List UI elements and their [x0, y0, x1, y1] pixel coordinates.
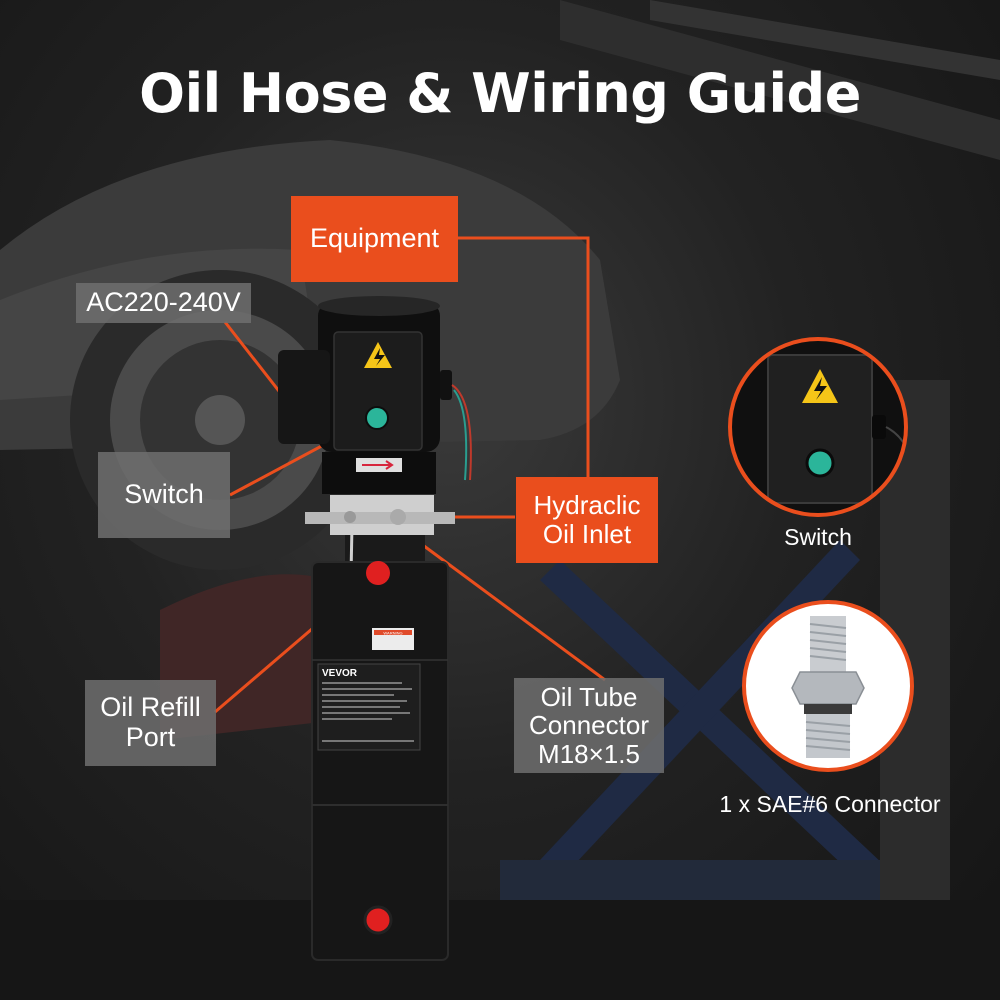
- tube-connector-label-line3: M18×1.5: [538, 738, 640, 769]
- oil-refill-label: Oil Refill Port: [85, 680, 216, 766]
- equipment-label: Equipment: [291, 196, 458, 282]
- oil-inlet-label-line1: Hydraclic: [533, 490, 641, 521]
- oil-inlet-label-line2: Oil Inlet: [542, 519, 632, 549]
- warning-title: WARNING: [383, 631, 402, 636]
- equipment-line: [458, 236, 590, 478]
- oil-inlet-label: Hydraclic Oil Inlet: [516, 477, 658, 563]
- oil-refill-label-line2: Port: [125, 722, 176, 752]
- detail-switch-button-icon: [805, 448, 835, 478]
- switch-label: Switch: [98, 452, 230, 538]
- oil-refill-cap-icon: [366, 561, 390, 585]
- switch-detail-caption: Switch: [784, 524, 852, 550]
- voltage-label: AC220-240V: [76, 283, 251, 323]
- oil-refill-label-line1: Oil Refill: [100, 692, 201, 723]
- tube-line: [419, 541, 606, 682]
- switch-detail-circle: [728, 337, 908, 517]
- motor-panel: [333, 331, 423, 451]
- sae-connector-icon: [791, 616, 865, 758]
- tube-connector-label-line1: Oil Tube: [540, 682, 638, 713]
- page-title: Oil Hose & Wiring Guide: [139, 62, 861, 125]
- switch-button-icon: [365, 406, 389, 430]
- oil-tank: [311, 561, 449, 961]
- connector-detail-circle: [742, 600, 914, 772]
- drain-plug-icon: [363, 905, 393, 935]
- connector-detail-caption: 1 x SAE#6 Connector: [719, 791, 941, 817]
- tube-connector-label-line2: Connector: [529, 710, 649, 741]
- brand-logo: VEVOR: [322, 668, 358, 679]
- tube-connector-label: Oil Tube Connector M18×1.5: [514, 678, 664, 773]
